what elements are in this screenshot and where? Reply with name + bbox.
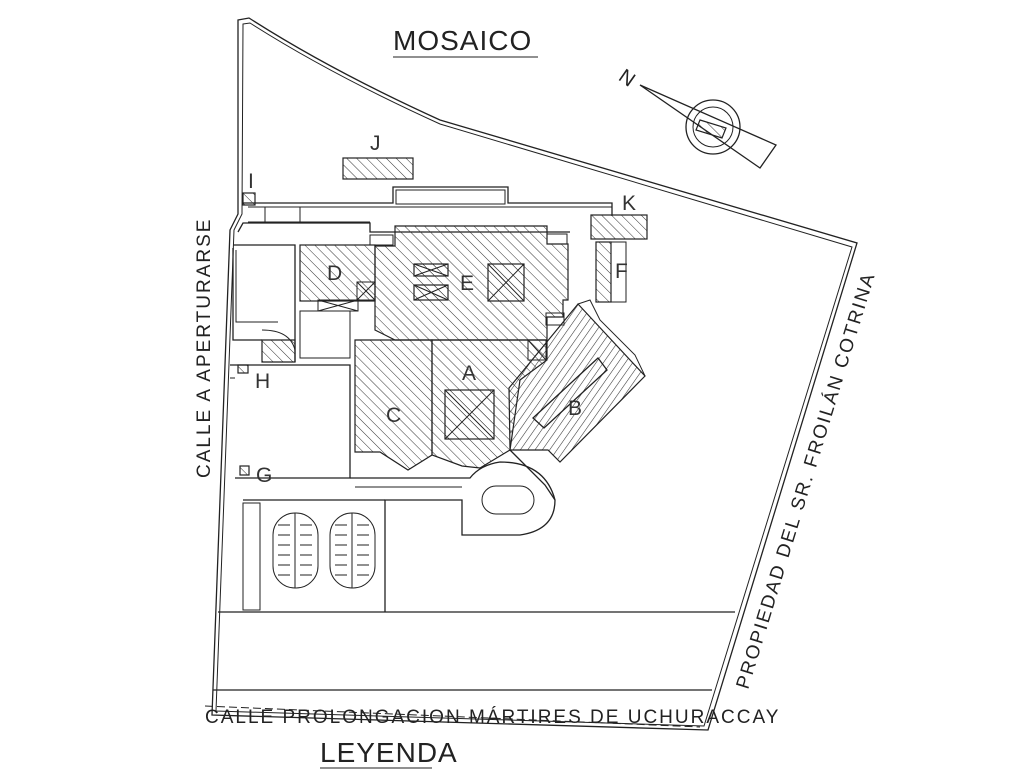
site-boundary (211, 17, 858, 731)
street-left-label: CALLE A APERTURARSE (194, 218, 215, 478)
parking (242, 499, 385, 611)
left-rooms (230, 244, 351, 479)
block-j-label: J (370, 132, 381, 155)
block-c-label: C (386, 404, 401, 427)
street-bottom-label: CALLE PROLONGACION MÁRTIRES DE UCHURACCA… (205, 707, 780, 728)
street-right-label: PROPIEDAD DEL SR. FROILÁN COTRINA (733, 270, 880, 692)
street-strip (204, 611, 735, 728)
block-a: A (431, 339, 548, 469)
block-k-label: K (622, 192, 636, 215)
block-h-label: H (255, 370, 270, 393)
block-d: D (299, 244, 376, 359)
block-g-label: G (256, 464, 272, 487)
driveway (350, 449, 556, 612)
block-f-label: F (615, 260, 628, 283)
block-j: J (342, 132, 414, 180)
block-e-label: E (460, 272, 474, 295)
block-d-label: D (327, 262, 342, 285)
block-i-label: I (248, 170, 254, 193)
block-a-label: A (462, 362, 476, 385)
north-label: N (615, 65, 639, 91)
north-arrow: N (615, 65, 777, 169)
block-b-label: B (568, 397, 582, 420)
block-c: C (354, 339, 433, 471)
block-f: F (595, 241, 628, 303)
block-i: I (242, 170, 256, 206)
legend-title: LEYENDA (320, 737, 458, 768)
building-perimeter (237, 186, 613, 233)
block-k: K (590, 192, 648, 240)
block-e: E (369, 225, 569, 341)
block-g: G (239, 464, 272, 487)
plan-title: MOSAICO (393, 25, 532, 56)
